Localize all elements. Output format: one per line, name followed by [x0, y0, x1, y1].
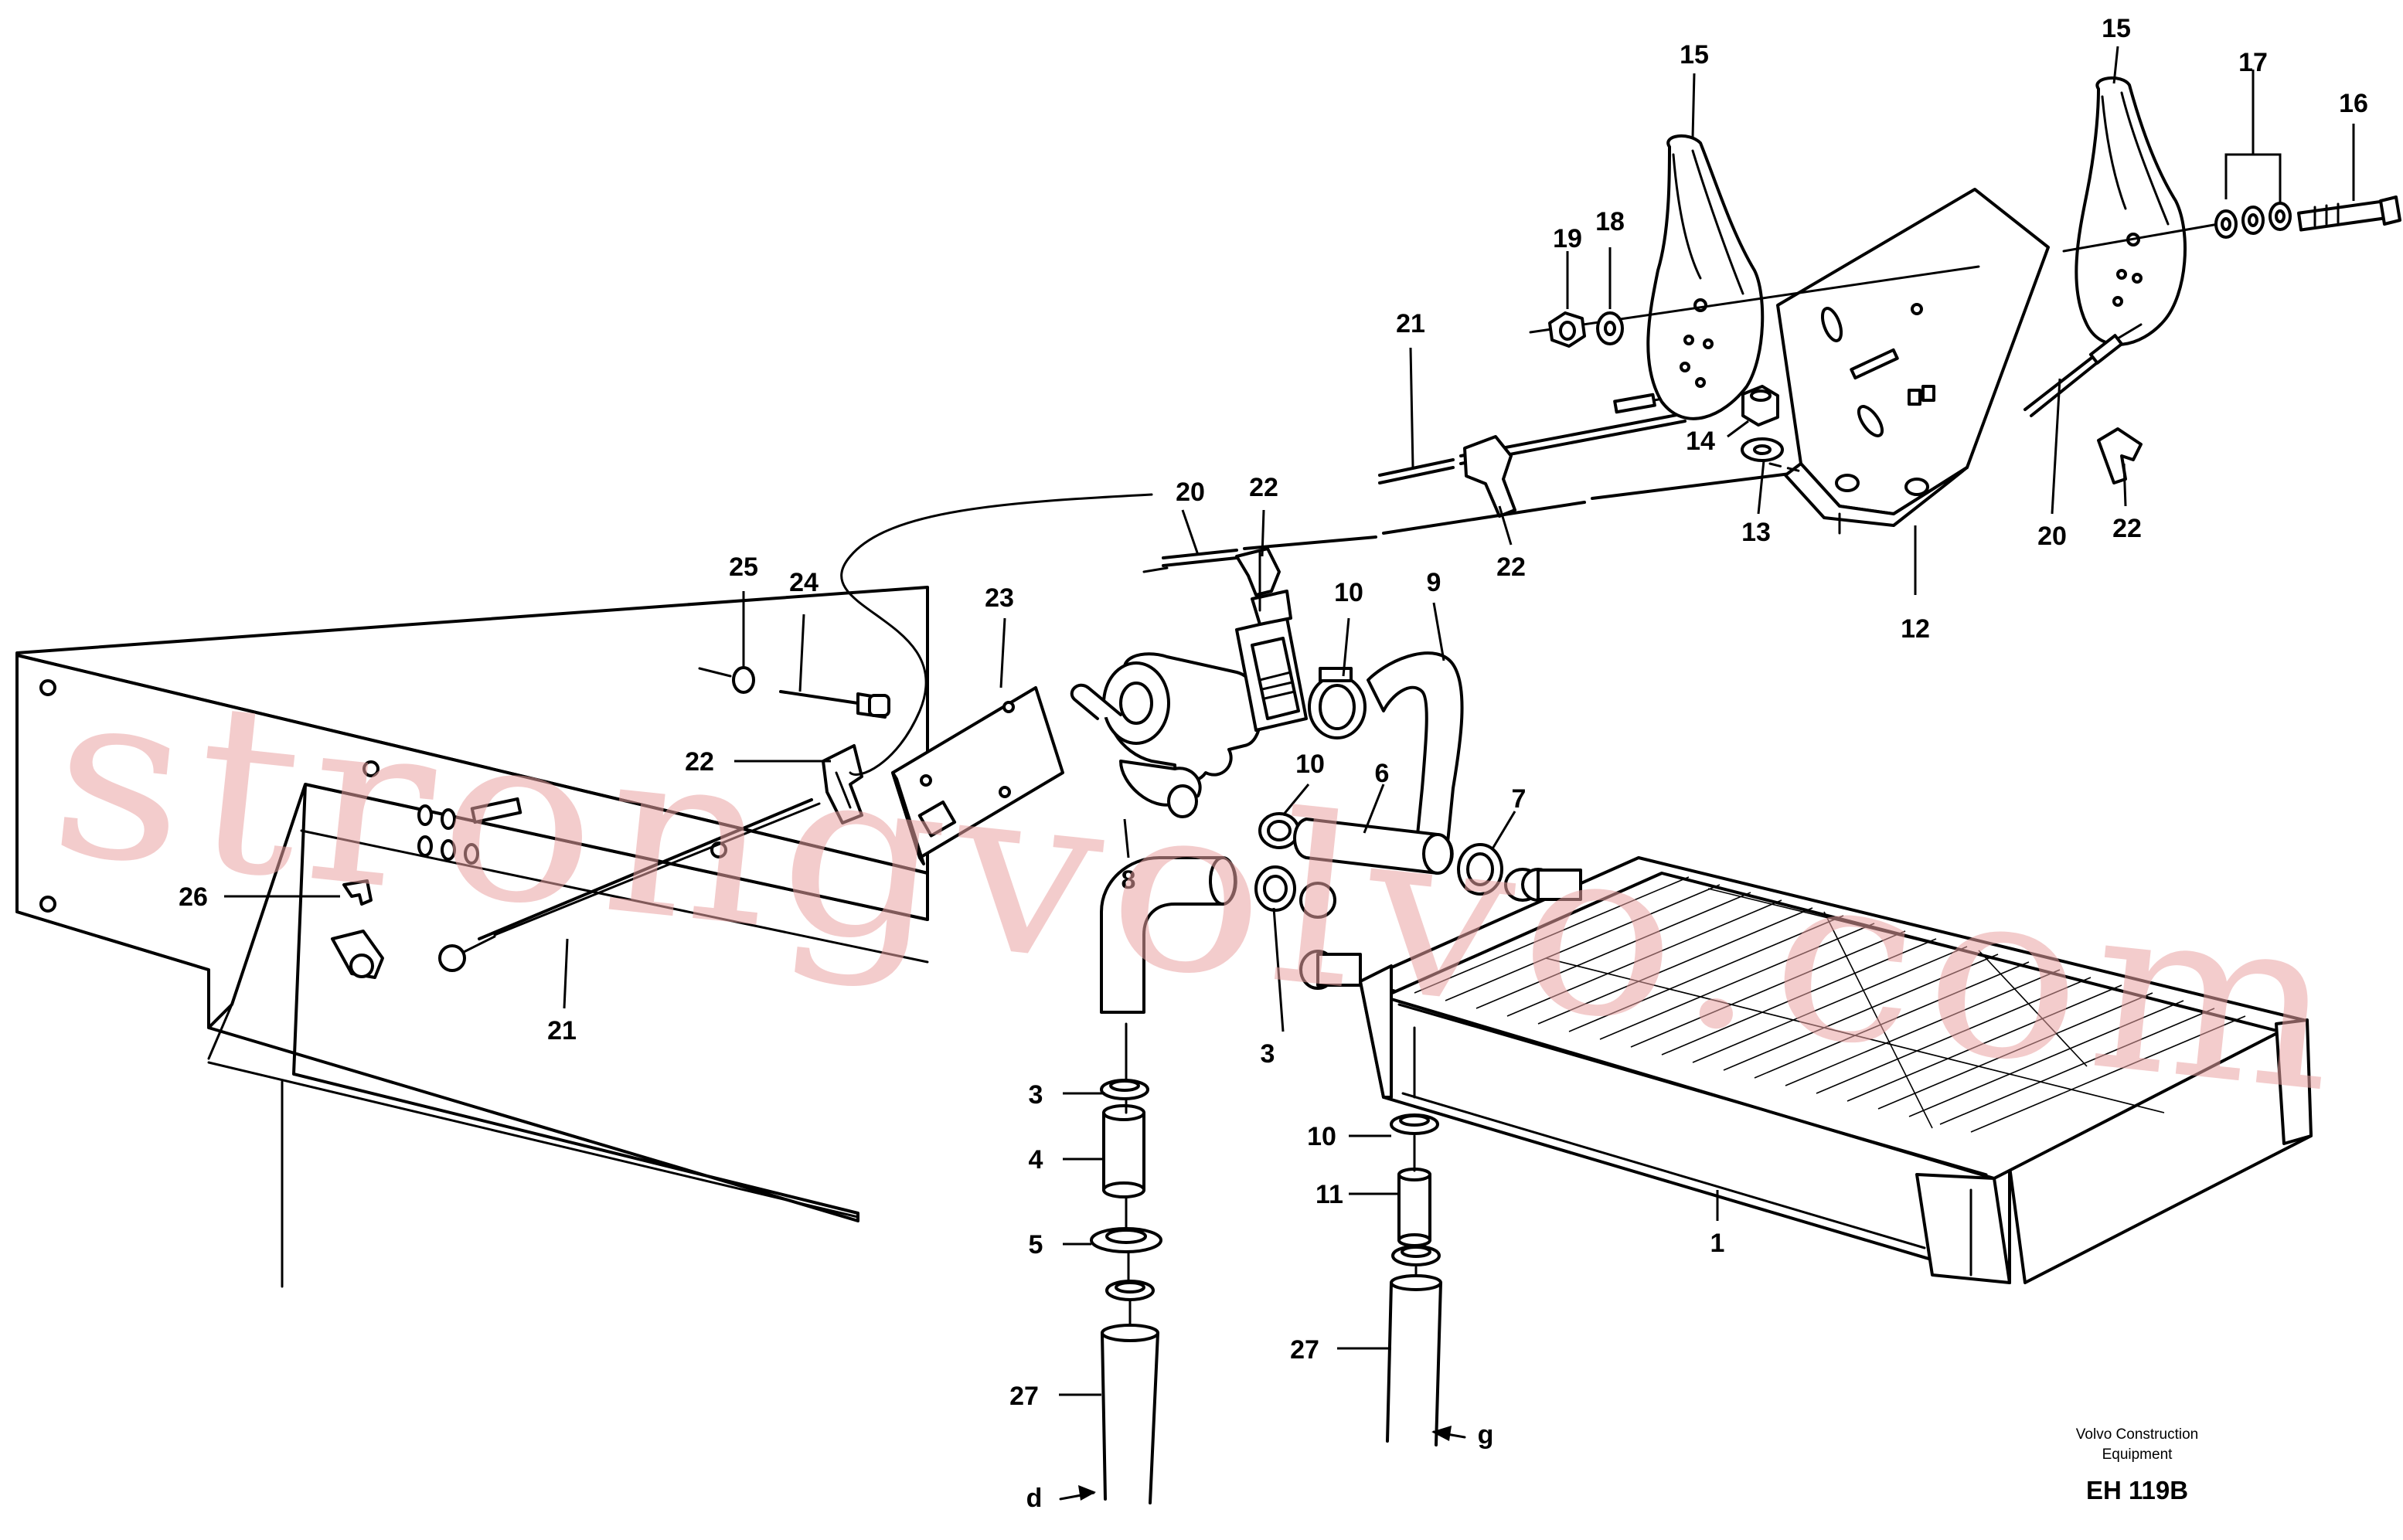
callout-24: 24 [789, 568, 819, 597]
mounting-bracket-12 [1776, 188, 2050, 535]
callout-22-middle: 22 [1249, 473, 1278, 502]
callout-14: 14 [1686, 427, 1715, 456]
callout-19: 19 [1553, 224, 1582, 253]
callout-20-left: 20 [1176, 478, 1205, 507]
hose-stack-right [1390, 1113, 1441, 1278]
control-cable-21-upper [1378, 393, 1690, 484]
control-cable-20-loop [840, 493, 1153, 776]
cable-clip-22-middle [1235, 547, 1281, 612]
callout-labels: 1 3 3 4 5 6 7 8 9 10 10 10 11 12 13 14 1… [179, 14, 2368, 1513]
caption-line-2: Equipment [2102, 1447, 2173, 1463]
bolt-24 [779, 690, 890, 719]
callout-22-panel: 22 [685, 747, 714, 777]
heater-hose-27-left [1101, 1324, 1159, 1504]
callout-17: 17 [2238, 48, 2268, 77]
heater-hose-9 [1367, 651, 1464, 867]
callout-16: 16 [2339, 89, 2368, 118]
control-lever-15-right [2062, 76, 2220, 346]
washer-18 [1596, 311, 1624, 345]
callout-22-right: 22 [2112, 514, 2142, 543]
callout-21-upper: 21 [1396, 309, 1425, 338]
callout-13: 13 [1741, 518, 1771, 547]
cable-clip-22-panel [822, 744, 863, 824]
callout-4: 4 [1029, 1145, 1043, 1175]
heater-core-1 [1299, 856, 2313, 1284]
figure-caption: Volvo Construction Equipment EH 119B [2076, 1426, 2198, 1504]
control-cable-21-lower [438, 798, 821, 972]
callout-7: 7 [1512, 784, 1527, 814]
callout-25: 25 [729, 552, 758, 582]
hose-stack-left [1090, 1022, 1162, 1327]
water-valve-8 [1070, 590, 1308, 818]
callout-26: 26 [179, 882, 208, 912]
callout-10-middle: 10 [1295, 750, 1325, 779]
callout-6: 6 [1375, 759, 1390, 788]
callout-d: d [1026, 1484, 1043, 1513]
nut-14 [1741, 385, 1779, 427]
callout-15-left: 15 [1680, 40, 1709, 70]
callout-9: 9 [1427, 568, 1441, 597]
leader-lines [224, 46, 2355, 1396]
hose-clamp-10-upper [1308, 667, 1367, 739]
callout-11: 11 [1316, 1180, 1343, 1209]
callout-5: 5 [1029, 1230, 1043, 1260]
callout-10-lower: 10 [1307, 1122, 1336, 1151]
callout-27-right: 27 [1290, 1335, 1319, 1365]
callout-3-left: 3 [1029, 1080, 1043, 1110]
callout-27-left: 27 [1009, 1382, 1039, 1411]
heater-hose-6 [1293, 818, 1454, 875]
control-lever-15-left [1529, 134, 1980, 420]
control-cable-20-middle [1142, 470, 1810, 573]
callout-20-right: 20 [2037, 522, 2067, 551]
callout-12: 12 [1901, 614, 1930, 644]
figure-code: EH 119B [2086, 1476, 2188, 1504]
cable-clip-22-right [2097, 427, 2143, 484]
bolt-16 [2297, 195, 2401, 232]
flow-arrow-d [1059, 1485, 1096, 1501]
cable-clip-22-upper [1463, 435, 1516, 518]
heater-hose-27-right [1386, 1274, 1442, 1447]
cable-clip-26 [331, 879, 384, 979]
callout-1: 1 [1710, 1229, 1725, 1258]
nut-19 [1548, 311, 1586, 348]
mounting-plate-23 [891, 686, 1064, 865]
callout-10-upper: 10 [1334, 578, 1363, 607]
heater-core-fins [1414, 876, 2246, 1133]
elbow-hose [1100, 856, 1336, 1014]
callout-15-right: 15 [2102, 14, 2131, 43]
dashboard-panel [15, 586, 929, 1288]
washer-13 [1741, 437, 1802, 473]
washers-17 [2214, 202, 2292, 239]
callout-8: 8 [1122, 865, 1136, 895]
callout-21-lower: 21 [547, 1016, 577, 1045]
flow-arrow-g [1431, 1426, 1466, 1441]
callout-18: 18 [1595, 207, 1625, 236]
callout-22-upper: 22 [1496, 552, 1526, 582]
caption-line-1: Volvo Construction [2076, 1426, 2198, 1443]
callout-g: g [1478, 1420, 1494, 1450]
callout-3-mid: 3 [1261, 1039, 1275, 1069]
callout-23: 23 [985, 583, 1014, 613]
